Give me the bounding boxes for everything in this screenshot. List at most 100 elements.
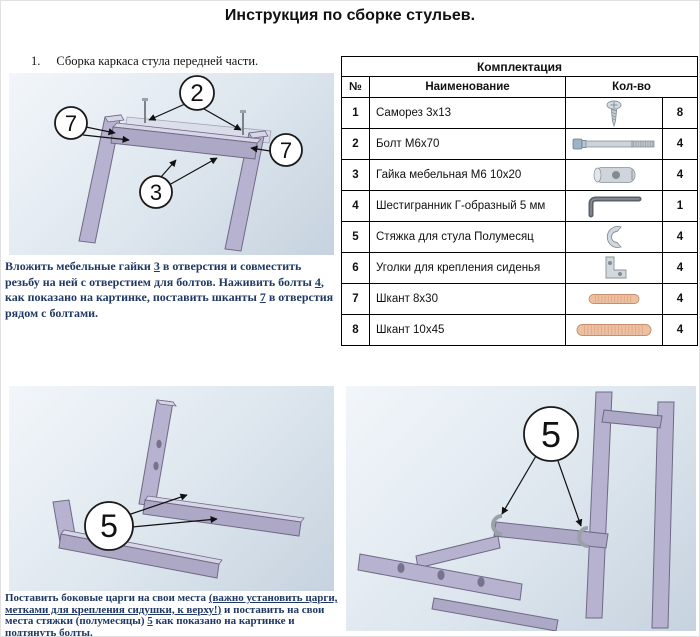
callout-7-left-circle: [54, 106, 88, 140]
right-leg-top: [248, 130, 269, 139]
rail-hole: [153, 461, 159, 471]
leader-3b: [168, 157, 218, 186]
part-icon-cell: [565, 314, 663, 346]
callout-5-label: 5: [541, 414, 561, 455]
leader-3a: [160, 159, 177, 178]
part-qty-cell: 4: [661, 221, 699, 253]
part-qty-cell: 4: [661, 283, 699, 315]
part-name-cell: Шкант 10х45: [369, 314, 566, 346]
leader-2b: [203, 108, 242, 131]
rail-hole: [397, 563, 405, 573]
part-icon-cell: [565, 283, 663, 315]
col-header-num: №: [341, 76, 370, 98]
note1-text3: , как показано на картинке, поставить шк…: [5, 274, 324, 305]
note2-text2: и поставить на свои места стяжки (полуме…: [5, 603, 325, 628]
part-icon-cell: [565, 97, 663, 129]
table-row: 2 Болт М6х70 4: [341, 128, 699, 160]
note1-text: Вложить мебельные гайки: [5, 259, 154, 273]
side-rails-assembly-diagram: 5: [9, 386, 334, 591]
col-header-name: Наименование: [369, 76, 566, 98]
half-moon-drawing: 5: [357, 391, 675, 631]
part-name-cell: Саморез 3х13: [369, 97, 566, 129]
callout-3-label: 3: [150, 180, 162, 205]
callout-5-label: 5: [100, 508, 118, 544]
rail-hole: [477, 577, 485, 587]
step-number: 1.: [31, 54, 41, 68]
part-qty-cell: 4: [661, 314, 699, 346]
col-header-qty: Кол-во: [564, 76, 699, 98]
part-number-cell: 8: [341, 314, 370, 346]
bolt-head-left: [142, 98, 148, 101]
callout-3-circle: [139, 175, 173, 209]
part-qty-cell: 4: [661, 252, 699, 284]
part-qty-cell: 1: [661, 190, 699, 222]
part-qty-cell: 4: [661, 159, 699, 191]
screw-icon: [606, 100, 622, 127]
part-name-cell: Стяжка для стула Полумесяц: [369, 221, 566, 253]
note2-important: (важно установить царги, метками для кре…: [5, 592, 338, 616]
part-icon-cell: [565, 190, 663, 222]
table-row: 4 Шестигранник Г-образный 5 мм 1: [341, 190, 699, 222]
part-number-cell: 5: [341, 221, 370, 253]
table-row: 8 Шкант 10х45 4: [341, 314, 699, 346]
part-number-cell: 1: [341, 97, 370, 129]
note1-ref-7: 7: [259, 290, 266, 305]
table-row: 1 Саморез 3х13 8: [341, 97, 699, 129]
note2-text3: как показано на картинке и подтянуть бол…: [5, 615, 295, 637]
step-text: Сборка каркаса стула передней части.: [56, 54, 259, 68]
half-moon-brackets-diagram: 5: [346, 386, 696, 631]
part-qty-cell: 4: [661, 128, 699, 160]
table-row: 7 Шкант 8х30 4: [341, 283, 699, 315]
back-post-left-shape: [585, 391, 613, 619]
part-number-cell: 4: [341, 190, 370, 222]
note1-ref-4: 4: [314, 274, 321, 289]
vertical-rail-shape: [138, 399, 174, 507]
part-number-cell: 6: [341, 252, 370, 284]
leader-2a: [148, 103, 186, 121]
part-name-cell: Уголки для крепления сиденья: [369, 252, 566, 284]
note1-text2: в отверстия и совместить резьбу на ней с…: [5, 259, 315, 289]
part-number-cell: 7: [341, 283, 370, 315]
half-moon-bracket-icon: [606, 226, 622, 248]
assembly-note-2: Поставить боковые царги на свои места (в…: [5, 592, 339, 637]
back-post-right-shape: [651, 401, 675, 629]
table-row: 5 Стяжка для стула Полумесяц 4: [341, 221, 699, 253]
half-moon-bracket-shape: [577, 526, 589, 548]
leader-5b: [131, 516, 218, 528]
part-name-cell: Шкант 8х30: [369, 283, 566, 315]
leader-5b: [557, 460, 583, 527]
note1-ref-3: 3: [153, 259, 160, 273]
callout-5-circle: [523, 406, 579, 462]
callout-7-right-label: 7: [280, 138, 292, 163]
top-cross-rail-shape: [601, 409, 663, 429]
hex-key-icon: [588, 196, 642, 218]
note2-ref-5: 5: [147, 615, 153, 628]
part-name-cell: Шестигранник Г-образный 5 мм: [369, 190, 566, 222]
table-title: Комплектация: [340, 56, 699, 77]
left-leg-top: [104, 114, 125, 123]
leader-7a1: [85, 126, 116, 136]
note1-text4: в отверстия рядом с болтами.: [5, 290, 334, 320]
part-icon-cell: [565, 252, 663, 284]
note2-text: Поставить боковые царги на свои места: [5, 592, 209, 604]
leader-7a2: [82, 134, 130, 143]
part-qty-cell: 8: [661, 97, 699, 129]
part-number-cell: 2: [341, 128, 370, 160]
table-row: 6 Уголки для крепления сиденья 4: [341, 252, 699, 284]
bolt-head-right: [240, 110, 246, 113]
callout-5-circle: [84, 501, 134, 551]
part-name-cell: Гайка мебельная М6 10х20: [369, 159, 566, 191]
part-icon-cell: [565, 128, 663, 160]
vertical-rail-top: [156, 399, 177, 407]
page-title: Инструкция по сборке стульев.: [224, 7, 476, 24]
callout-7-right-circle: [269, 133, 303, 167]
seat-front-rail-shape: [415, 535, 501, 569]
leader-5a: [501, 455, 537, 515]
parts-table: Комплектация № Наименование Кол-во 1 Сам…: [340, 56, 699, 346]
front-frame-drawing: 2 7 7 3: [54, 75, 303, 252]
assembly-note-1: Вложить мебельные гайки 3 в отверстия и …: [5, 259, 338, 321]
dowel-icon: [588, 294, 640, 304]
bolt-icon: [572, 138, 655, 150]
corner-bracket-icon: [605, 256, 627, 279]
